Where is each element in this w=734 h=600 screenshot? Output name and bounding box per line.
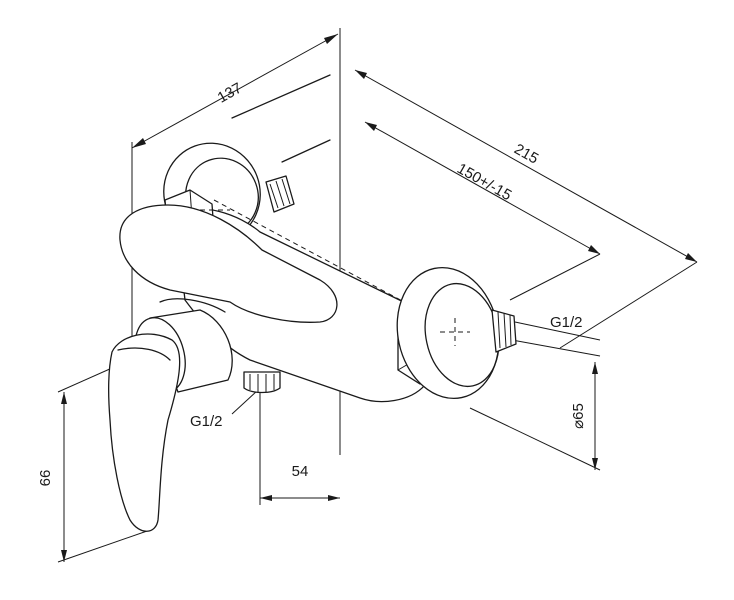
dim-line-150	[364, 121, 601, 255]
dim-label-54: 54	[292, 463, 309, 480]
left-connector	[265, 175, 295, 213]
dim-label-150: 150+/-15	[454, 160, 514, 204]
ext-line-150	[509, 253, 601, 301]
leader-g12-bottom	[231, 389, 259, 415]
outlet-thread-callout: G1/2	[190, 389, 259, 430]
inlet-thread-callout: G1/2	[514, 314, 601, 341]
faucet-body	[108, 74, 517, 532]
dimension-65: ⌀65	[469, 339, 601, 471]
dim-label-g12-bottom: G1/2	[190, 413, 223, 430]
dim-label-137: 137	[215, 80, 245, 107]
leader-g12-right	[514, 321, 601, 341]
ext-line-65-bottom	[469, 407, 601, 471]
dim-line-215	[354, 69, 698, 263]
bottom-outlet	[243, 371, 281, 394]
lever-handle	[119, 204, 338, 323]
ext-line-99-bottom	[57, 529, 151, 563]
dim-label-g12-right: G1/2	[550, 314, 583, 331]
dim-label-65: ⌀65	[570, 403, 587, 429]
ext-line-215	[559, 261, 698, 349]
ext-line-65-top	[511, 339, 601, 357]
ext-line-99-top	[57, 367, 113, 393]
dimension-54: 54	[259, 390, 340, 505]
dimension-99: 99	[36, 367, 151, 563]
right-connector	[491, 309, 517, 353]
dim-label-215: 215	[511, 141, 541, 168]
front-handle-blade	[108, 333, 181, 532]
dimension-150: 150+/-15	[364, 121, 601, 301]
dim-label-99: 99	[36, 470, 53, 487]
dim-line-137	[131, 33, 339, 149]
right-center-mark	[440, 318, 470, 346]
centerline	[213, 199, 461, 333]
